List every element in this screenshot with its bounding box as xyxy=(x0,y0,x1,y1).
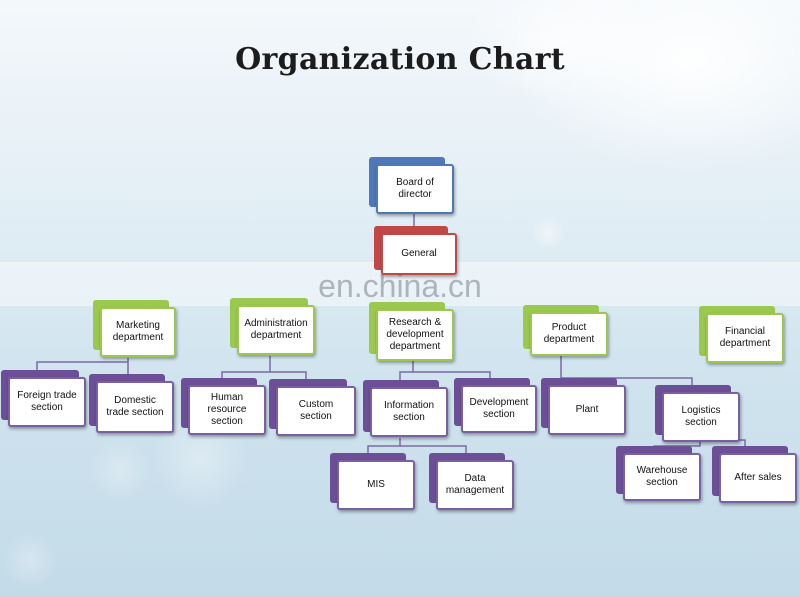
node-financial-label: Financial department xyxy=(706,313,784,363)
connector-admin-custom xyxy=(270,371,307,380)
node-warehouse-label: Warehouse section xyxy=(623,453,701,501)
connector-rd-info xyxy=(399,361,414,381)
connector-marketing-foreign xyxy=(36,358,129,372)
node-foreign-trade-label: Foreign trade section xyxy=(8,377,86,427)
node-data-management-label: Data management xyxy=(436,460,514,510)
page-title: Organization Chart xyxy=(235,42,565,77)
node-general-label: General xyxy=(381,233,457,275)
connector-product-plant xyxy=(560,355,579,380)
node-plant-label: Plant xyxy=(548,385,626,435)
connector-rd-dev xyxy=(413,371,491,379)
node-after-sales-label: After sales xyxy=(719,453,797,503)
node-domestic-trade-label: Domestic trade section xyxy=(96,381,174,433)
node-custom-label: Custom section xyxy=(276,386,356,436)
connector-info-data xyxy=(400,445,467,454)
node-board-label: Board of director xyxy=(376,164,454,214)
node-logistics-label: Logistics section xyxy=(662,392,740,442)
connector-admin-hr xyxy=(221,356,271,380)
node-marketing-label: Marketing department xyxy=(100,307,176,357)
node-administration-label: Administration department xyxy=(237,305,315,355)
connector-info-mis xyxy=(367,438,401,454)
node-research-label: Research & development department xyxy=(376,309,454,361)
node-mis-label: MIS xyxy=(337,460,415,510)
node-human-resource-label: Human resource section xyxy=(188,385,266,435)
node-information-label: Information section xyxy=(370,387,448,437)
node-product-label: Product department xyxy=(530,312,608,356)
node-development-label: Development section xyxy=(461,385,537,433)
